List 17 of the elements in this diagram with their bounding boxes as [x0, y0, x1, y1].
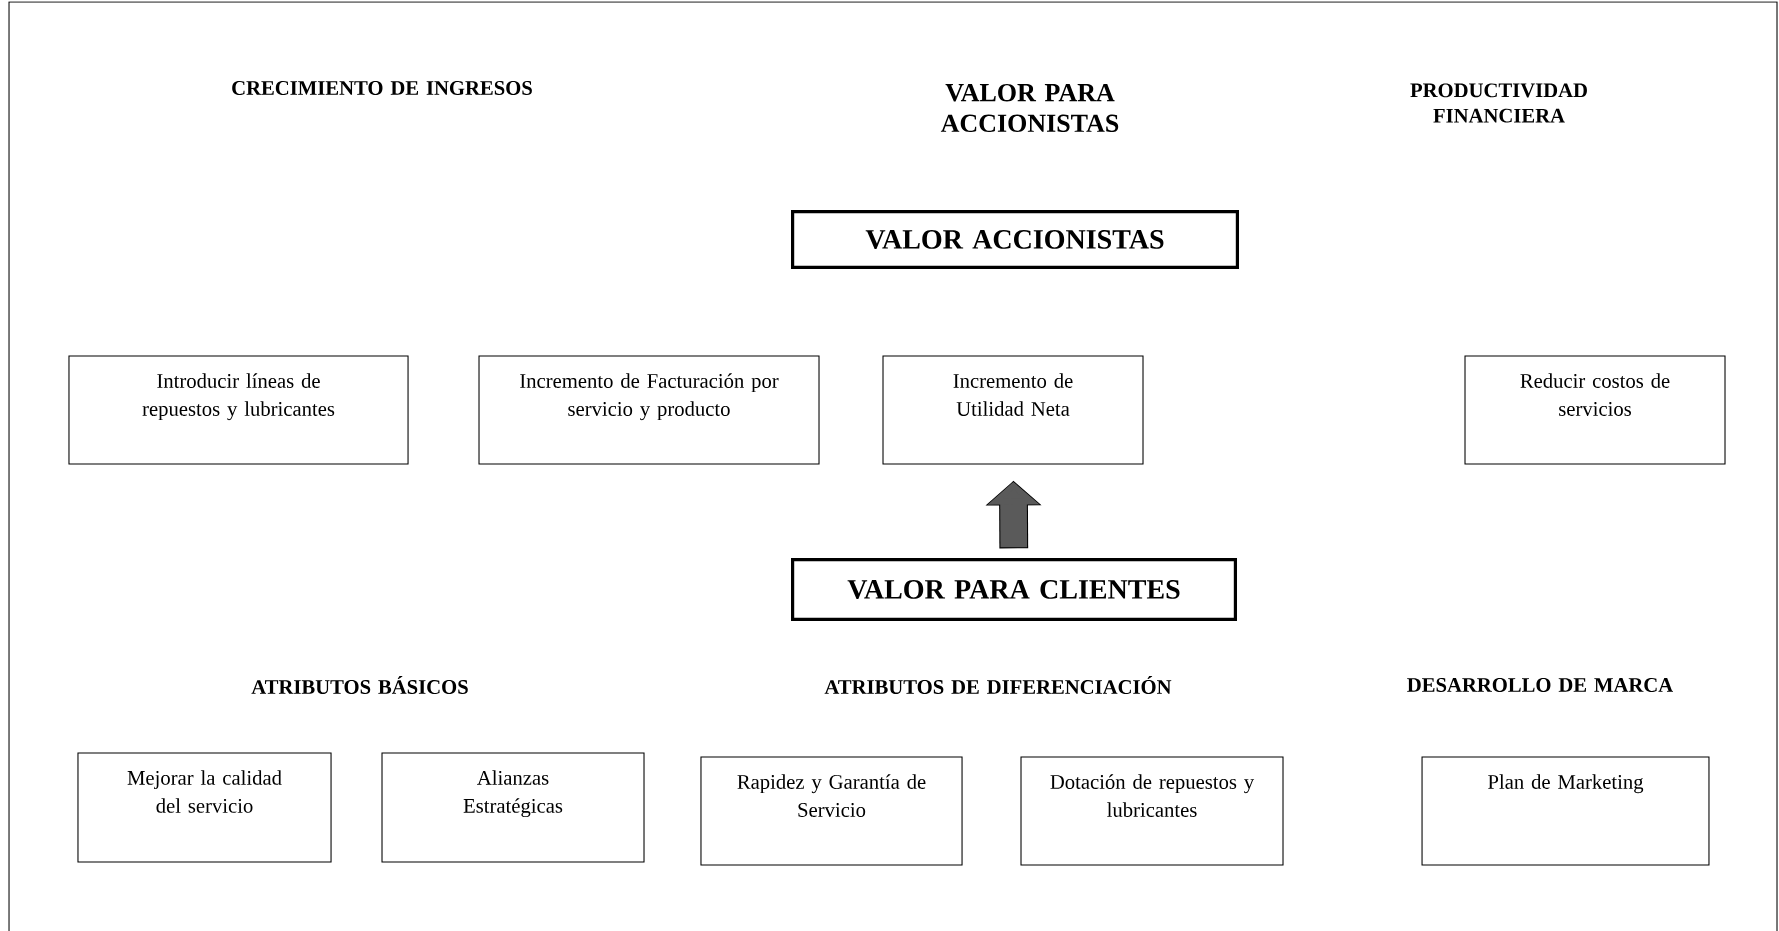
process-box: Introducir líneas de repuestos y lubricantes [68, 355, 409, 465]
process-box: Plan de Marketing [1421, 756, 1710, 866]
section-heading: DESARROLLO DE MARCA [1407, 678, 1673, 692]
process-box: Reducir costos de servicios [1464, 355, 1726, 465]
section-heading: PRODUCTIVIDAD FINANCIERA [1410, 83, 1587, 123]
process-box: Incremento de Facturación por servicio y producto [478, 355, 820, 465]
heading-box: VALOR PARA CLIENTES [791, 557, 1237, 622]
section-heading: ATRIBUTOS BÁSICOS [251, 676, 468, 694]
process-box: Rapidez y Garantía de Servicio [700, 756, 963, 866]
heading-box: VALOR ACCIONISTAS [791, 209, 1239, 270]
process-box: Dotación de repuestos y lubricantes [1020, 756, 1284, 866]
section-heading: VALOR PARA ACCIONISTAS [940, 83, 1119, 133]
process-box: Alianzas Estratégicas [381, 752, 645, 863]
section-heading: CRECIMIENTO DE INGRESOS [232, 81, 532, 95]
process-box: Mejorar la calidad del servicio [77, 752, 332, 863]
section-heading: ATRIBUTOS DE DIFERENCIACIÓN [824, 676, 1172, 694]
process-box: Incremento de Utilidad Neta [882, 355, 1144, 465]
